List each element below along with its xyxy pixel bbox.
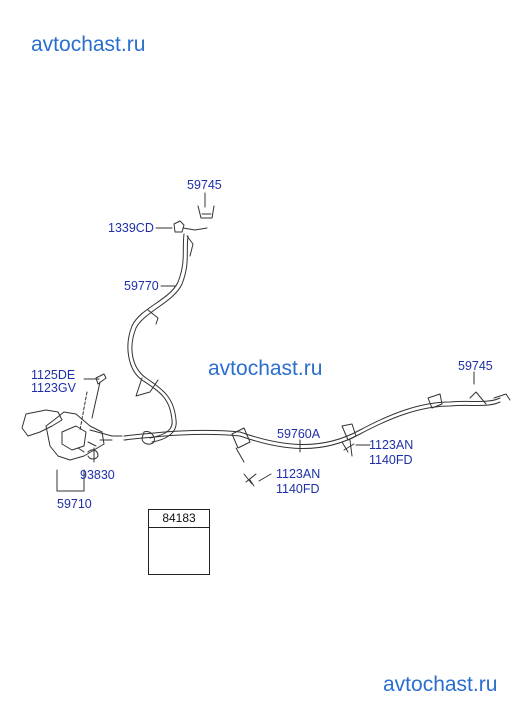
watermark-bottom: avtochast.ru [383, 673, 498, 696]
cable-59760a-b [123, 401, 501, 449]
label-1140fd-bottom: 1140FD [276, 482, 320, 496]
bolt-93830 [87, 449, 99, 460]
lever-handle [21, 409, 63, 437]
label-59770: 59770 [124, 279, 159, 293]
cable-end-top [182, 227, 208, 257]
label-84183: 84183 [149, 510, 209, 528]
bolt-1123an-right [341, 441, 355, 453]
lever-body [45, 411, 105, 461]
label-1339cd: 1339CD [108, 221, 154, 235]
label-59745-top: 59745 [187, 178, 222, 192]
equalizer [141, 431, 155, 445]
nut-1339cd [173, 220, 185, 233]
part-84183-box: 84183 [148, 509, 210, 575]
lever-detail [77, 441, 97, 453]
lever-cable-link [89, 429, 123, 441]
leader-1123gv [79, 391, 88, 431]
label-1125de: 1125DE [31, 368, 76, 382]
clip-59745-right [469, 391, 511, 405]
cable-59770-a [127, 233, 185, 439]
label-59710: 59710 [57, 497, 92, 511]
bracket-59770 [135, 377, 159, 397]
cable-59770-b [131, 235, 189, 443]
leader-1123an-bottom [258, 473, 272, 482]
cable-clip-right [427, 393, 443, 409]
label-59760a: 59760A [277, 427, 321, 441]
cable-clip-59770 [147, 309, 159, 325]
bolt-1125de [91, 373, 107, 419]
label-1123an-bottom: 1123AN [276, 467, 321, 481]
lever-ratchet [61, 425, 87, 451]
label-1123gv: 1123GV [31, 381, 76, 395]
clip-59745-top [197, 205, 215, 219]
label-93830: 93830 [80, 468, 115, 482]
watermark-top: avtochast.ru [31, 33, 146, 56]
label-1140fd-right: 1140FD [369, 453, 413, 467]
cable-59760a-a [123, 397, 501, 445]
label-59745-right: 59745 [458, 359, 493, 373]
bolt-1123an-bottom [243, 473, 257, 487]
cable-bracket-right [341, 423, 357, 457]
cable-bracket-center [231, 427, 251, 463]
watermark-middle: avtochast.ru [208, 357, 323, 380]
label-1123an-right: 1123AN [369, 438, 414, 452]
